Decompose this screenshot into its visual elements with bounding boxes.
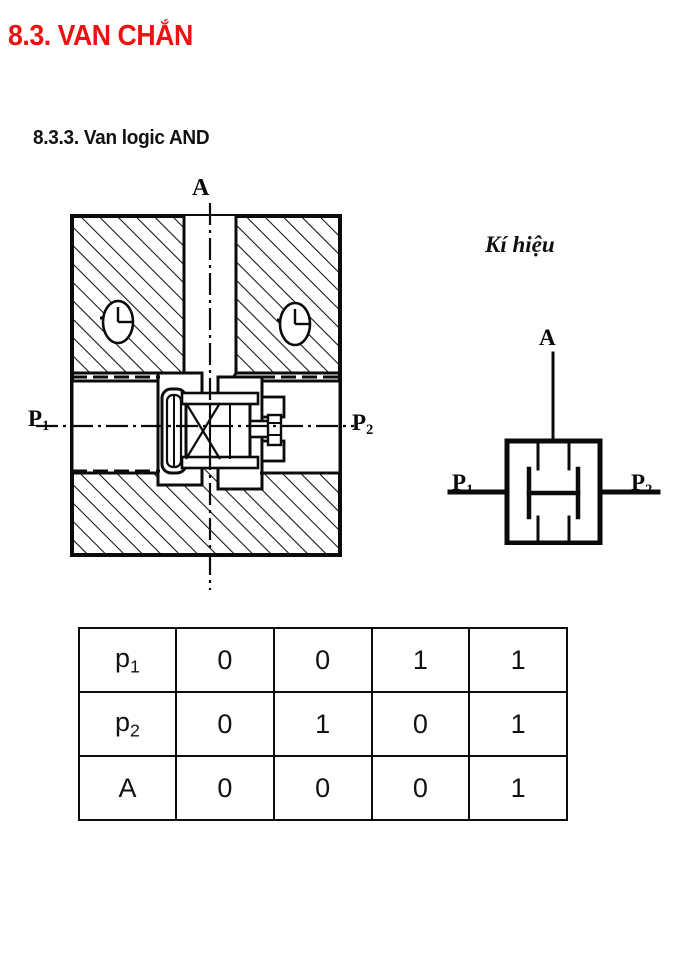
cross-section-port-p1-label: P1 <box>28 406 50 434</box>
valve-symbol-figure <box>430 225 695 545</box>
symbol-port-a-label: A <box>539 325 556 350</box>
truth-table-row-header: p1 <box>78 627 177 693</box>
valve-cross-section-figure <box>10 165 410 595</box>
truth-table-cell: 1 <box>370 627 471 693</box>
symbol-port-p2-label: P2 <box>631 470 653 498</box>
page-title: 8.3. VAN CHẮN <box>8 20 193 52</box>
truth-table-row-header: A <box>78 755 177 821</box>
truth-table-cell: 1 <box>272 691 373 757</box>
section-subtitle: 8.3.3. Van logic AND <box>33 127 210 149</box>
truth-table-cell: 0 <box>272 755 373 821</box>
cross-section-port-p2-label: P2 <box>352 410 374 438</box>
valve-symbol-drawing <box>447 351 661 545</box>
truth-table-cell: 0 <box>175 691 275 757</box>
truth-table-cell: 1 <box>468 627 568 693</box>
plug-detail-right <box>277 301 312 347</box>
truth-table-cell: 1 <box>468 755 568 821</box>
cross-section-port-a-label: A <box>192 175 210 201</box>
truth-table-cell: 0 <box>370 755 471 821</box>
truth-table-row-header: p2 <box>78 691 177 757</box>
truth-table-cell: 1 <box>468 691 568 757</box>
valve-cross-section-drawing <box>36 203 354 590</box>
truth-table-cell: 0 <box>272 627 373 693</box>
truth-table-cell: 0 <box>175 755 275 821</box>
truth-table-cell: 0 <box>175 627 275 693</box>
plug-detail-left <box>100 299 135 345</box>
truth-table-cell: 0 <box>370 691 471 757</box>
symbol-figure-caption: Kí hiệu <box>485 232 555 257</box>
symbol-port-p1-label: P1 <box>452 470 474 498</box>
